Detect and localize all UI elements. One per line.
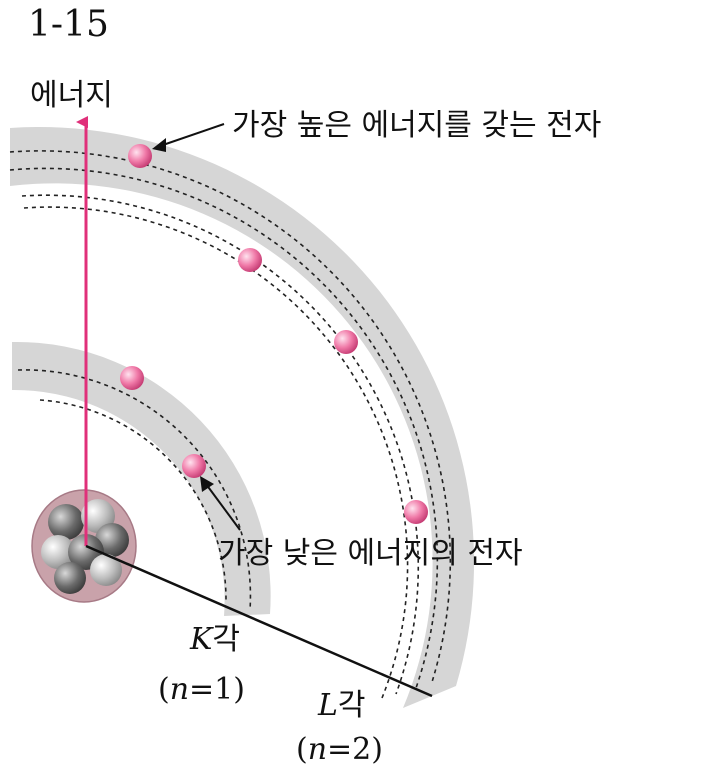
figure-number: 1-15 bbox=[28, 4, 109, 45]
electron bbox=[238, 248, 262, 272]
l-shell-letter: L bbox=[318, 688, 338, 723]
electron bbox=[120, 366, 144, 390]
l-n-var: n bbox=[307, 732, 328, 767]
l-shell-band bbox=[9, 127, 475, 708]
electrons bbox=[120, 144, 428, 524]
l-n-value: =2) bbox=[327, 732, 383, 767]
k-shell-suffix: 각 bbox=[212, 622, 241, 657]
k-open-paren: ( bbox=[158, 672, 170, 707]
k-shell-label: K각 bbox=[190, 614, 240, 658]
electron-highest-energy bbox=[128, 144, 152, 168]
l-shell-suffix: 각 bbox=[337, 688, 366, 723]
pointer-low bbox=[200, 476, 241, 531]
highest-energy-label: 가장 높은 에너지를 갖는 전자 bbox=[232, 108, 602, 143]
k-shell-band bbox=[12, 341, 271, 616]
k-shell-quantum-number: (n=1) bbox=[158, 672, 245, 707]
electron-lowest-energy bbox=[182, 454, 206, 478]
l-shell-quantum-number: (n=2) bbox=[296, 732, 383, 767]
k-n-var: n bbox=[169, 672, 190, 707]
lowest-energy-label: 가장 낮은 에너지의 전자 bbox=[218, 536, 523, 571]
pointer-high bbox=[152, 123, 225, 152]
k-n-value: =1) bbox=[189, 672, 245, 707]
radius-line bbox=[85, 544, 433, 698]
electron bbox=[334, 330, 358, 354]
nucleus bbox=[31, 489, 137, 603]
energy-axis-label: 에너지 bbox=[30, 78, 113, 113]
l-shell-label: L각 bbox=[318, 680, 366, 724]
l-open-paren: ( bbox=[296, 732, 308, 767]
electron bbox=[404, 500, 428, 524]
k-shell-letter: K bbox=[190, 622, 213, 657]
